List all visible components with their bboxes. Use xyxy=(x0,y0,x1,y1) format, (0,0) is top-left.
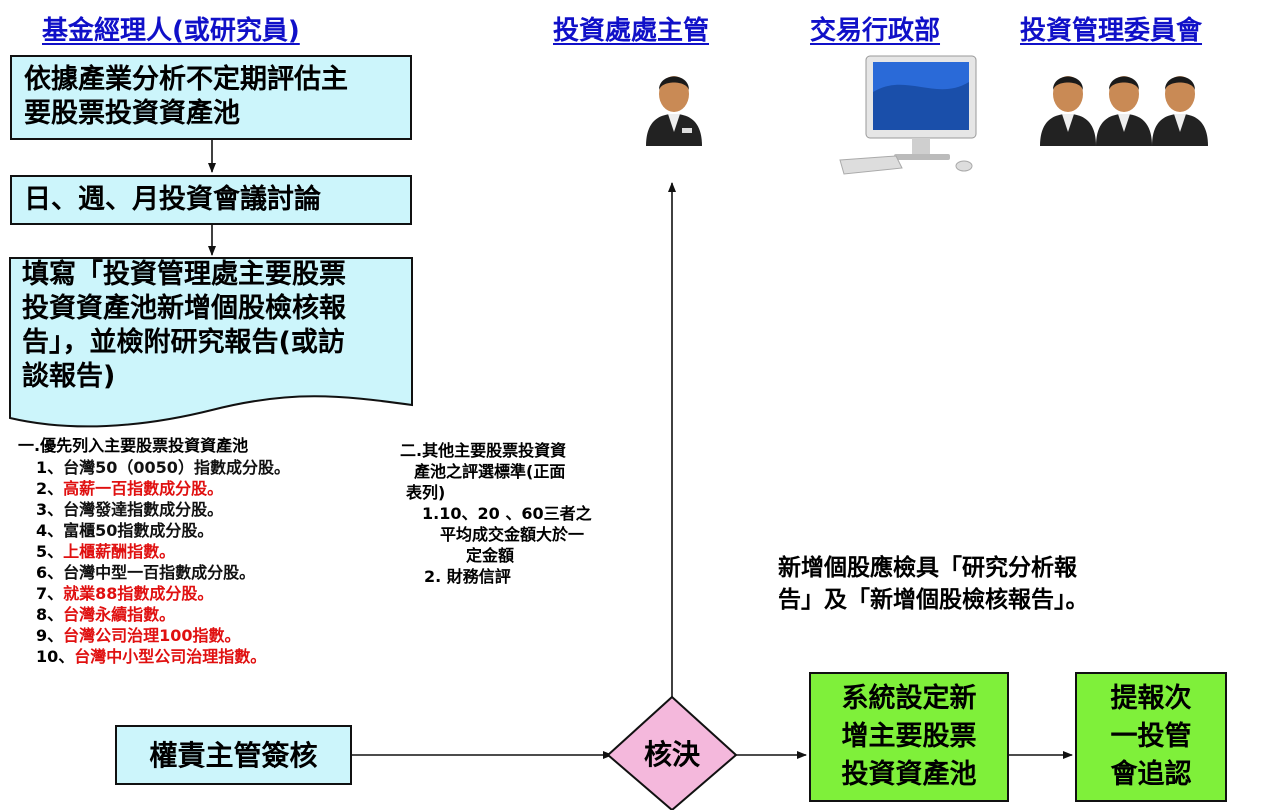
priority-criteria-item-number: 7、 xyxy=(36,584,64,603)
other-criteria-line-1: 二.其他主要股票投資資 xyxy=(400,441,567,460)
other-criteria-list: 二.其他主要股票投資資 產池之評選標準(正面 表列) 1.10、20 、60三者… xyxy=(400,440,592,587)
report-next-line-2: 一投管 xyxy=(1110,721,1192,752)
other-criteria-line-2: 產池之評選標準(正面 xyxy=(414,462,566,481)
report-line-1: 填寫「投資管理處主要股票 xyxy=(22,259,346,290)
decision-label: 核決 xyxy=(643,738,700,771)
other-criteria-line-6: 定金額 xyxy=(466,546,515,565)
priority-criteria-item-text: 高薪一百指數成分股。 xyxy=(63,479,224,498)
priority-criteria-item-number: 2、 xyxy=(36,479,64,498)
priority-criteria-item: 1、台灣50（0050）指數成分股。 xyxy=(36,457,290,478)
priority-criteria-item-text: 上櫃薪酬指數。 xyxy=(63,542,176,561)
system-line-3: 投資資產池 xyxy=(841,759,977,790)
note-line-2: 告」及「新增個股檢核報告」。 xyxy=(778,587,1089,613)
computer-icon xyxy=(839,55,977,175)
priority-criteria-item: 6、台灣中型一百指數成分股。 xyxy=(36,562,290,583)
header-fund-manager: 基金經理人(或研究員) xyxy=(42,16,300,46)
priority-criteria-item-text: 台灣中型一百指數成分股。 xyxy=(63,563,256,582)
header-committee: 投資管理委員會 xyxy=(1020,16,1203,46)
priority-criteria-item-text: 富櫃50指數成分股。 xyxy=(63,521,214,540)
priority-criteria-item-text: 台灣永續指數。 xyxy=(63,605,176,624)
priority-criteria-item: 4、富櫃50指數成分股。 xyxy=(36,520,290,541)
report-document-shape xyxy=(9,257,413,428)
meeting-text: 日、週、月投資會議討論 xyxy=(24,184,321,215)
priority-criteria-item-number: 1、 xyxy=(36,458,64,477)
decision-diamond xyxy=(606,695,738,810)
priority-criteria-item-text: 台灣中小型公司治理指數。 xyxy=(74,647,267,666)
committee-people-icon xyxy=(1040,76,1208,146)
priority-criteria-item-text: 台灣發達指數成分股。 xyxy=(63,500,224,519)
document-requirement-note: 新增個股應檢具「研究分析報 告」及「新增個股檢核報告」。 xyxy=(778,552,1089,616)
other-criteria-line-4: 1.10、20 、60三者之 xyxy=(422,504,592,523)
other-criteria-line-5: 平均成交金額大於一 xyxy=(440,525,585,544)
note-line-1: 新增個股應檢具「研究分析報 xyxy=(778,555,1077,581)
evaluate-pool-box: 依據產業分析不定期評估主 要股票投資資產池 xyxy=(10,55,412,140)
priority-criteria-item-number: 8、 xyxy=(36,605,64,624)
evaluate-line-2: 要股票投資資產池 xyxy=(24,98,240,129)
report-line-4: 談報告) xyxy=(22,361,116,392)
priority-criteria-item-number: 6、 xyxy=(36,563,64,582)
priority-criteria-item: 8、台灣永續指數。 xyxy=(36,604,290,625)
report-next-text: 提報次 一投管 會追認 xyxy=(1077,680,1225,794)
header-supervisor: 投資處處主管 xyxy=(553,16,710,46)
system-line-1: 系統設定新 xyxy=(841,683,977,714)
priority-criteria-item: 9、台灣公司治理100指數。 xyxy=(36,625,290,646)
priority-criteria-item-number: 4、 xyxy=(36,521,64,540)
other-criteria-line-7: 2. 財務信評 xyxy=(424,567,511,586)
report-next-line-3: 會追認 xyxy=(1110,759,1192,790)
evaluate-line-1: 依據產業分析不定期評估主 xyxy=(24,64,348,95)
other-criteria-line-3: 表列) xyxy=(406,483,446,502)
report-next-committee-box: 提報次 一投管 會追認 xyxy=(1075,672,1227,802)
priority-criteria-item-text: 就業88指數成分股。 xyxy=(63,584,214,603)
meeting-box: 日、週、月投資會議討論 xyxy=(10,175,412,225)
report-line-2: 投資資產池新增個股檢核報 xyxy=(22,293,346,324)
priority-criteria-item: 3、台灣發達指數成分股。 xyxy=(36,499,290,520)
priority-criteria-item: 7、就業88指數成分股。 xyxy=(36,583,290,604)
priority-criteria-item: 2、高薪一百指數成分股。 xyxy=(36,478,290,499)
priority-criteria-item-number: 10、 xyxy=(36,647,75,666)
priority-criteria-title: 一.優先列入主要股票投資資產池 xyxy=(18,436,249,455)
priority-criteria-item-number: 9、 xyxy=(36,626,64,645)
header-trading: 交易行政部 xyxy=(810,16,941,46)
priority-criteria-item: 10、台灣中小型公司治理指數。 xyxy=(36,646,290,667)
report-next-line-1: 提報次 xyxy=(1110,683,1192,714)
priority-criteria-list: 一.優先列入主要股票投資資產池 1、台灣50（0050）指數成分股。2、高薪一百… xyxy=(18,435,290,667)
priority-criteria-item: 5、上櫃薪酬指數。 xyxy=(36,541,290,562)
evaluate-pool-text: 依據產業分析不定期評估主 要股票投資資產池 xyxy=(24,63,348,131)
system-setting-text: 系統設定新 增主要股票 投資資產池 xyxy=(811,680,1007,794)
system-line-2: 增主要股票 xyxy=(841,721,977,752)
priority-criteria-item-text: 台灣50（0050）指數成分股。 xyxy=(63,458,290,477)
priority-criteria-item-number: 5、 xyxy=(36,542,64,561)
system-setting-box: 系統設定新 增主要股票 投資資產池 xyxy=(809,672,1009,802)
priority-criteria-item-number: 3、 xyxy=(36,500,64,519)
priority-criteria-items: 1、台灣50（0050）指數成分股。2、高薪一百指數成分股。3、台灣發達指數成分… xyxy=(18,457,290,667)
supervisor-person-icon xyxy=(646,76,702,146)
manager-approval-box: 權責主管簽核 xyxy=(115,725,352,785)
report-document-text: 填寫「投資管理處主要股票 投資資產池新增個股檢核報 告」，並檢附研究報告(或訪 … xyxy=(22,258,346,394)
manager-approval-text: 權責主管簽核 xyxy=(149,739,318,772)
report-line-3: 告」，並檢附研究報告(或訪 xyxy=(22,327,345,358)
priority-criteria-item-text: 台灣公司治理100指數。 xyxy=(63,626,241,645)
